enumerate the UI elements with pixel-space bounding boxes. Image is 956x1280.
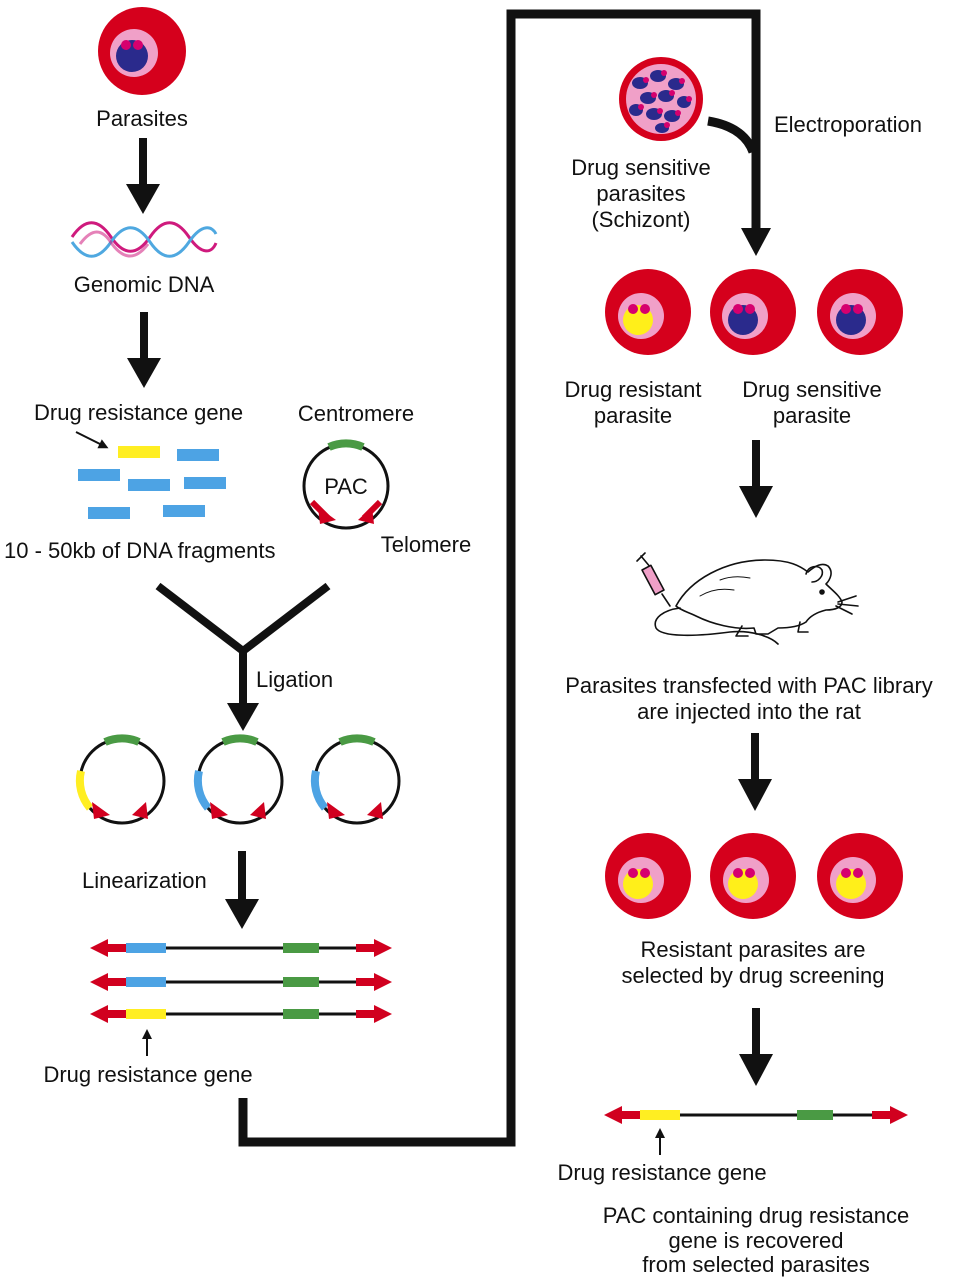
pointer-arrow-top bbox=[75, 431, 109, 449]
label-recovered-line-3: from selected parasites bbox=[642, 1252, 869, 1277]
genomic-dna-helix-icon bbox=[70, 221, 218, 258]
label-recovered-line-2: gene is recovered bbox=[669, 1228, 844, 1253]
resistant-cell-3 bbox=[817, 833, 903, 919]
electroporation-curve bbox=[707, 116, 758, 154]
label-drug-resistant-line-2: parasite bbox=[594, 403, 672, 428]
linear-pac-2 bbox=[90, 973, 392, 991]
rat-syringe-icon bbox=[636, 552, 859, 645]
parasite-cell-top bbox=[98, 7, 186, 95]
arrow-down-1 bbox=[126, 138, 160, 214]
label-recovered-line-1: PAC containing drug resistance bbox=[603, 1203, 910, 1228]
resistant-cell-1 bbox=[605, 833, 691, 919]
ligation-join-lines bbox=[155, 582, 331, 705]
label-dna-fragments: 10 - 50kb of DNA fragments bbox=[4, 538, 275, 563]
arrow-down-2 bbox=[127, 312, 161, 388]
linear-pac-3 bbox=[90, 1005, 392, 1023]
linear-pac-1 bbox=[90, 939, 392, 957]
label-schizont-line-2: parasites bbox=[596, 181, 685, 206]
label-parasites: Parasites bbox=[96, 106, 188, 131]
label-injected-line-2: are injected into the rat bbox=[637, 699, 861, 724]
parasite-cell-sensitive-2 bbox=[817, 269, 903, 355]
label-drug-resistance-gene-right: Drug resistance gene bbox=[557, 1160, 766, 1185]
label-drug-resistance-gene-top: Drug resistance gene bbox=[34, 400, 243, 425]
pac-circle-3 bbox=[310, 734, 401, 825]
schizont-cell bbox=[619, 57, 703, 141]
arrow-electroporation-head bbox=[741, 228, 771, 256]
pac-circle-1 bbox=[75, 734, 166, 825]
linear-pac-recovered bbox=[604, 1106, 908, 1124]
label-electroporation: Electroporation bbox=[774, 112, 922, 137]
label-pac: PAC bbox=[324, 474, 368, 499]
label-telomere: Telomere bbox=[381, 532, 471, 557]
arrow-down-linearization bbox=[225, 851, 259, 929]
dna-fragments bbox=[78, 446, 226, 519]
arrow-down-to-recovered bbox=[739, 1008, 773, 1086]
label-genomic-dna: Genomic DNA bbox=[74, 272, 215, 297]
label-centromere: Centromere bbox=[298, 401, 414, 426]
arrow-down-to-selected bbox=[738, 733, 772, 811]
parasite-cell-sensitive-1 bbox=[710, 269, 796, 355]
arrow-ligation-head bbox=[227, 703, 259, 731]
label-schizont-line-1: Drug sensitive bbox=[571, 155, 710, 180]
label-drug-resistant-line-1: Drug resistant bbox=[565, 377, 702, 402]
arrow-down-to-rat bbox=[739, 440, 773, 518]
label-selected-line-1: Resistant parasites are bbox=[641, 937, 866, 962]
label-drug-resistance-gene-left: Drug resistance gene bbox=[43, 1062, 252, 1087]
label-schizont-line-3: (Schizont) bbox=[591, 207, 690, 232]
pac-vector-circle bbox=[302, 439, 390, 530]
label-selected-line-2: selected by drug screening bbox=[622, 963, 885, 988]
pac-circle-2 bbox=[193, 734, 284, 825]
label-injected-line-1: Parasites transfected with PAC library bbox=[565, 673, 933, 698]
label-drug-sensitive-line-1: Drug sensitive bbox=[742, 377, 881, 402]
label-drug-sensitive-line-2: parasite bbox=[773, 403, 851, 428]
label-linearization: Linearization bbox=[82, 868, 207, 893]
parasite-cell-resistant bbox=[605, 269, 691, 355]
connector-line bbox=[238, 9, 761, 1147]
label-ligation: Ligation bbox=[256, 667, 333, 692]
resistant-cell-2 bbox=[710, 833, 796, 919]
